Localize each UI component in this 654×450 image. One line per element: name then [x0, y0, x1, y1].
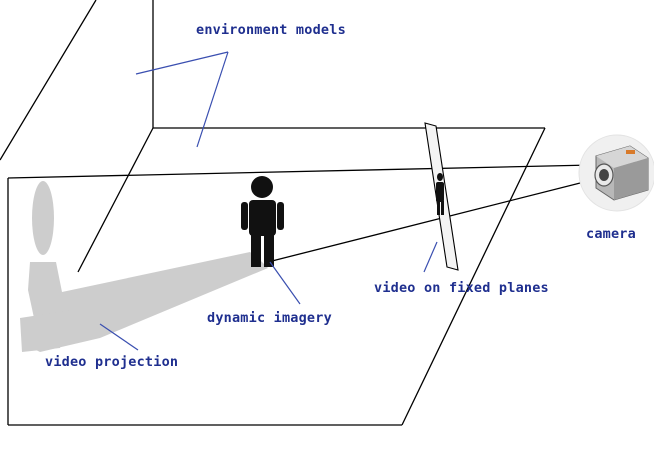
leader-dynamic-imagery: [269, 261, 301, 305]
left-wall-back-edge: [0, 0, 97, 161]
fixed-video-plane: [424, 122, 459, 271]
label-dynamic-imagery: dynamic imagery: [207, 310, 332, 326]
leader-video-projection: [99, 323, 139, 351]
camera-icon: [578, 134, 654, 212]
leader-env-down: [196, 51, 229, 148]
leader-lines: [99, 51, 438, 351]
room-wireframe: [0, 0, 546, 426]
inner-corner-edge: [77, 127, 154, 273]
label-video-projection: video projection: [45, 354, 178, 370]
shadow-legs: [20, 310, 72, 352]
camera-ray-person: [267, 179, 593, 263]
person-icon: [241, 176, 284, 267]
leader-env-left: [135, 51, 229, 75]
camera-ray-back-wall: [7, 164, 593, 179]
video-projection-shadow: [20, 181, 268, 352]
shadow-body: [28, 252, 268, 352]
label-video-on-fixed-planes: video on fixed planes: [374, 280, 549, 296]
shadow-head: [32, 181, 54, 255]
camera-sight-lines: [7, 164, 593, 263]
plane-person-silhouette: [436, 173, 444, 215]
right-floor-edge: [401, 127, 546, 426]
label-camera: camera: [586, 226, 636, 242]
label-environment-models: environment models: [196, 22, 346, 38]
leader-fixed-plane: [423, 241, 438, 273]
